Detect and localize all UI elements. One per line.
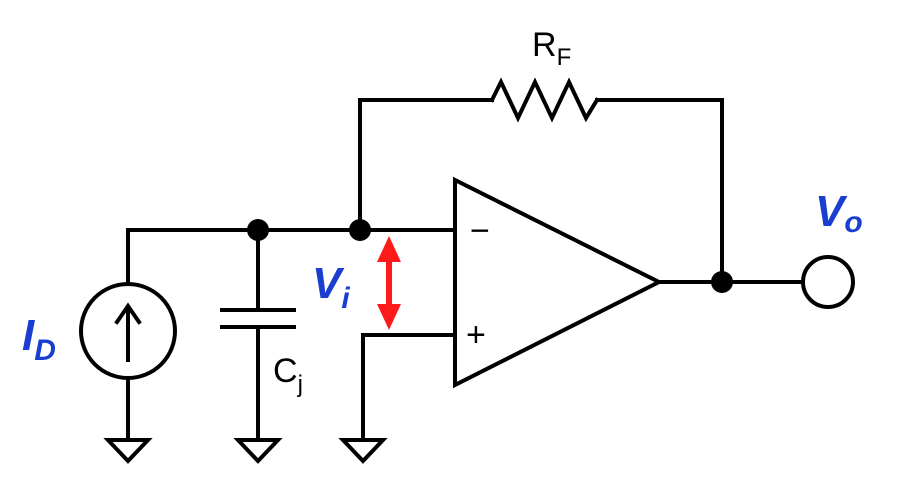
feedback-wire-right [595,98,724,284]
rf-label: RF [532,26,571,71]
opamp-minus-label: − [470,212,490,250]
ground-icon [233,438,283,464]
feedback-wire-left [358,98,494,232]
current-source-icon [79,282,177,380]
id-label: ID [22,311,56,367]
opamp-triangle-icon [453,176,664,389]
junction-dot [349,219,371,241]
junction-dot [711,271,733,293]
noninverting-wire [361,333,457,442]
ground-icon [103,438,153,464]
double-arrow-icon [377,236,401,330]
ground-icon [338,438,388,464]
output-terminal-icon [801,255,855,309]
junction-dot [247,219,269,241]
vo-label: Vo [815,187,863,239]
resistor-icon [489,77,600,123]
opamp-plus-label: + [466,316,486,354]
capacitor-icon [220,308,296,329]
cj-label: Cj [273,352,303,398]
node-wire-inverting [126,228,457,285]
vi-label: Vi [312,259,350,315]
